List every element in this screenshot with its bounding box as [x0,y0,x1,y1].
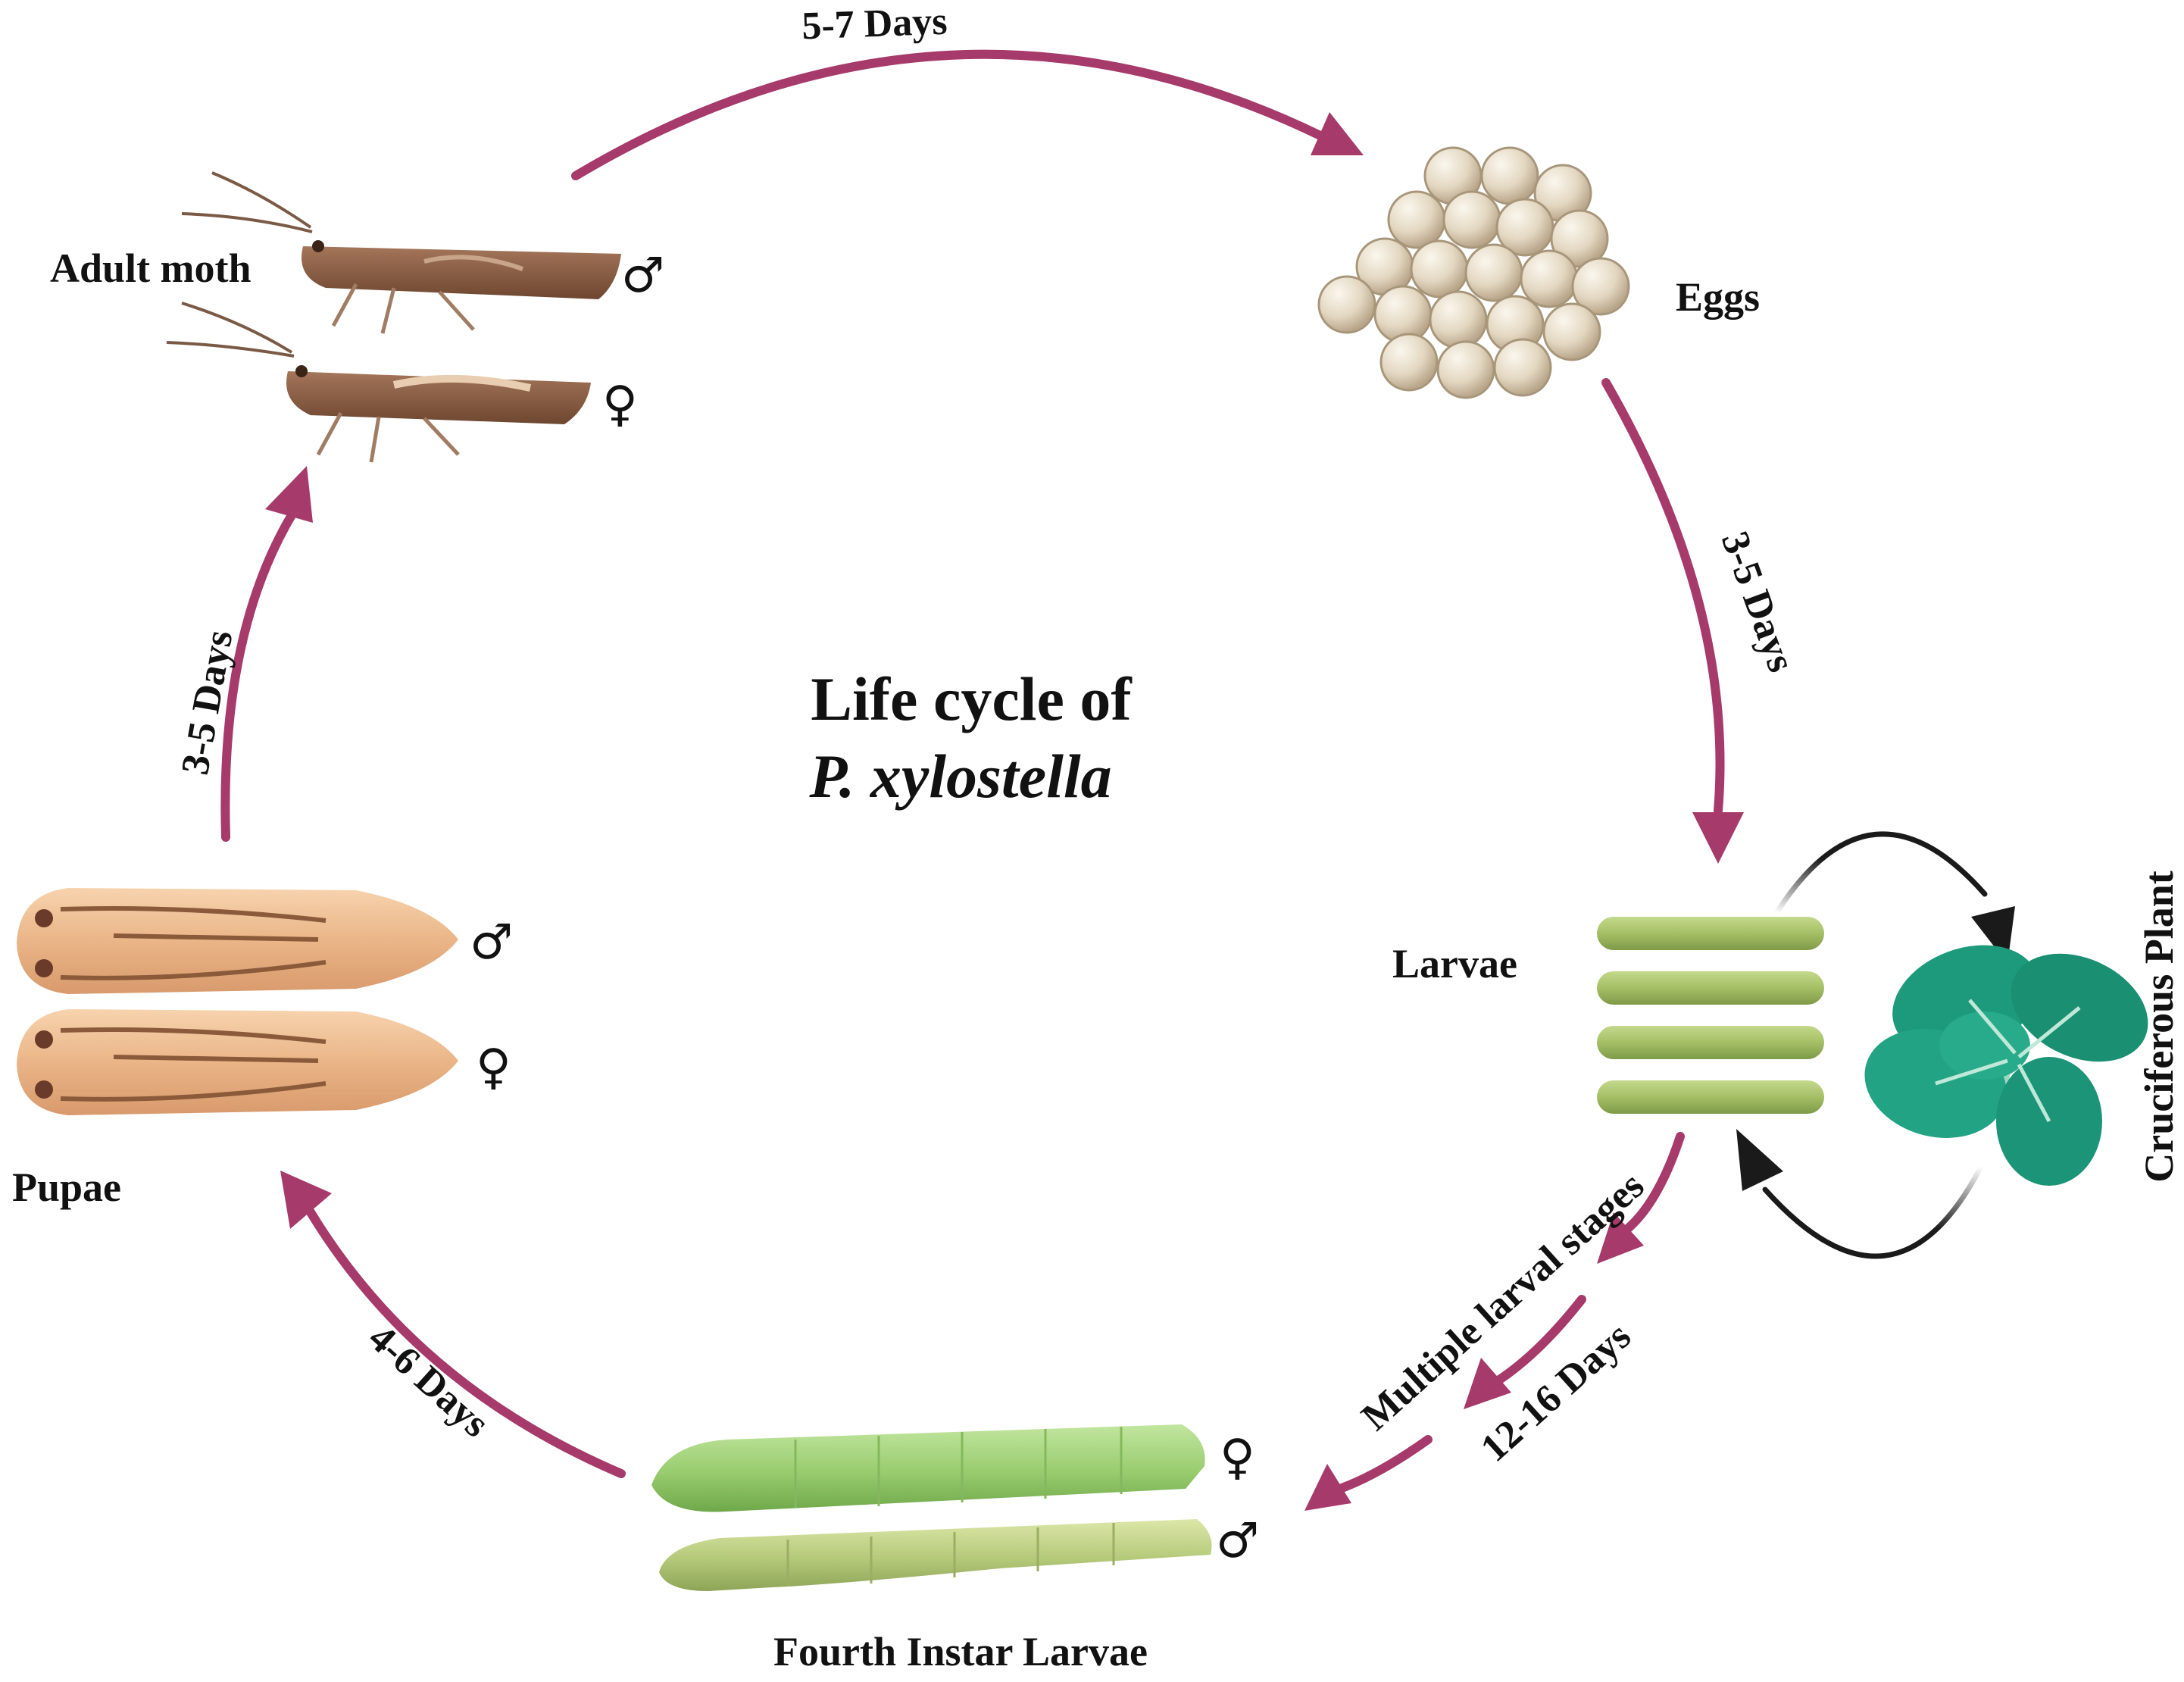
title-line2: P. xylostella [808,742,1111,811]
duration-fourth-to-pupae: 4-6 Days [361,1316,498,1446]
adult-moth-female [166,302,591,463]
larvae-group [1597,917,1824,1114]
duration-larval-stages: Multiple larval stages [1354,1164,1652,1439]
feeding-arrow-to-larvae [1736,1129,1984,1259]
arrow-adult-to-eggs [571,49,1364,180]
cruciferous-plant [1864,945,2148,1186]
adult-moth-label: Adult moth [50,245,252,291]
arrow-pupae-to-adult [220,466,313,842]
pupae-label: Pupae [12,1165,121,1210]
pupa-male-symbol: ♂ [470,914,513,971]
title-line1: Life cycle of [811,664,1133,733]
adult-male-symbol: ♂ [621,248,664,304]
pupa-female-symbol: ♀ [476,1040,511,1096]
adult-moth-male [181,171,621,334]
pupa-male [17,888,458,994]
adult-female-symbol: ♀ [602,377,638,433]
larvae-label: Larvae [1392,941,1517,986]
arrow-larval-stages [1304,1132,1685,1511]
duration-adult-to-eggs: 5-7 Days [801,0,948,48]
pupa-female [17,1009,458,1115]
egg-cluster [1317,146,1630,399]
fourth-instar-male [659,1519,1212,1591]
eggs-label: Eggs [1676,274,1760,320]
fourth-male-symbol: ♂ [1216,1513,1259,1569]
duration-eggs-to-larvae: 3-5 Days [1713,526,1803,677]
arrow-fourth-to-pupae [280,1171,626,1478]
plant-label: Cruciferous Plant [2136,871,2182,1182]
fourth-instar-label: Fourth Instar Larvae [773,1629,1148,1674]
fourth-female-symbol: ♀ [1220,1430,1255,1486]
arrow-eggs-to-larvae [1601,378,1744,864]
fourth-instar-female [651,1424,1205,1512]
